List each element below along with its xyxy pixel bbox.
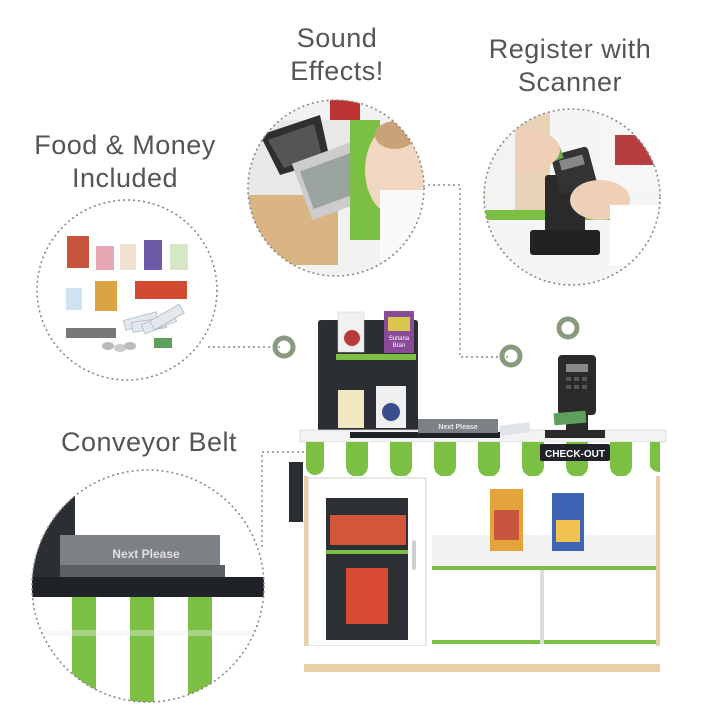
play-money [122, 303, 185, 335]
food-boxes [66, 236, 188, 311]
sound-effects-photo [248, 100, 424, 276]
food-money-caption: Food & Money Included [34, 130, 216, 193]
next-please-sign: Next Please [438, 424, 477, 431]
register-frame [483, 108, 661, 286]
register-photo [484, 109, 660, 285]
food-money-frame [36, 199, 218, 381]
sound-effects-caption: Sound Effects! [290, 23, 384, 86]
next-please-sign-zoom: Next Please [112, 547, 180, 561]
svg-text:Bran: Bran [393, 343, 406, 349]
register-caption: Register with Scanner [488, 34, 652, 97]
checkout-sign: CHECK-OUT [545, 449, 605, 460]
conveyor-frame [31, 469, 265, 703]
conveyor-caption: Conveyor Belt [60, 427, 238, 457]
checkout-counter: Sultana Bran Next Please [289, 311, 667, 672]
sound-effects-frame [247, 99, 425, 277]
food-money-photo [37, 200, 217, 380]
sultana-bran-box: Sultana [389, 336, 410, 342]
conveyor-photo [32, 470, 264, 702]
